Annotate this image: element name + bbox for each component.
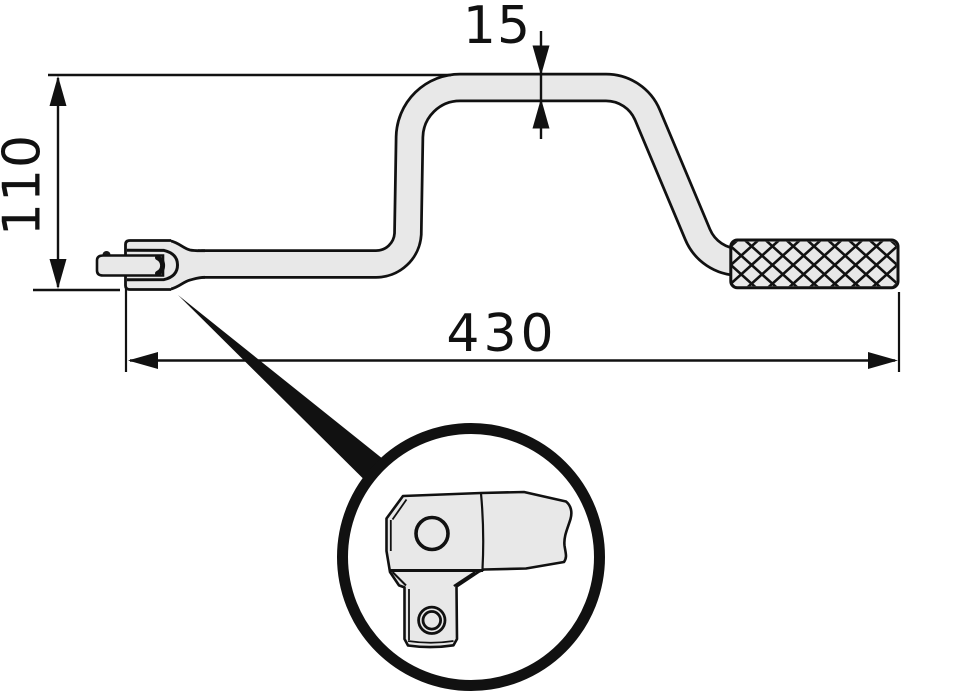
square-drive [95, 254, 165, 277]
dim-110-arrow-down [49, 259, 67, 289]
head-flare-bottom-edge [169, 275, 206, 291]
detail-magnifier [178, 295, 605, 691]
grip-knurl-pattern [732, 241, 897, 287]
dim-430-label: 430 [446, 304, 557, 364]
dim-430-arrow-right [868, 352, 898, 369]
head-socket-opening [126, 248, 180, 282]
crank-tube [198, 72, 752, 279]
dim-15-arrow-down [532, 45, 550, 76]
knurl-line [732, 241, 845, 287]
detail-head-view [385, 490, 573, 649]
dim-15-arrow-up [532, 98, 550, 129]
knurl-line [740, 241, 887, 287]
knurl-line [761, 241, 897, 287]
detail-tang-bottom-inner [407, 640, 454, 644]
detail-shoulder-right-inner [453, 571, 476, 587]
knurl-line [732, 241, 825, 287]
detail-pointer-wedge [178, 295, 384, 481]
dim-15-label: 15 [463, 0, 531, 56]
detail-ball-outer [417, 605, 447, 635]
dim-430-arrow-left [128, 352, 158, 369]
detail-chamfer-inner-line [391, 498, 408, 521]
dimension-15 [532, 31, 550, 139]
detail-ball-inner [421, 610, 443, 631]
knurl-line [782, 241, 897, 287]
dim-110-arrow-up [49, 76, 67, 106]
dimension-110 [33, 73, 451, 292]
detail-block-shaft-boundary [479, 493, 485, 570]
drive-head [95, 239, 206, 291]
head-flare-top-edge [169, 239, 206, 253]
dim-110-label: 110 [0, 134, 53, 236]
knurl-line [803, 241, 897, 287]
square-drive-end-shadow [155, 255, 166, 276]
knurled-grip [729, 238, 900, 290]
knurl-line [732, 241, 866, 287]
detail-shoulder-left-inner [391, 571, 407, 587]
detail-drive-hole [414, 515, 450, 552]
crank-tube-fill [198, 75, 752, 276]
